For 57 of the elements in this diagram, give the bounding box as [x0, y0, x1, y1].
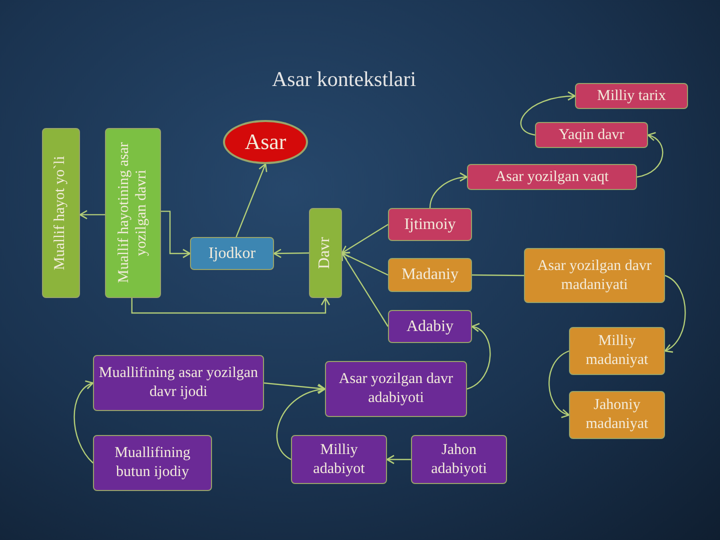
- arrow: [429, 172, 468, 208]
- process-box: [388, 310, 472, 343]
- connector-line: [472, 274, 524, 276]
- arrow: [161, 210, 191, 258]
- node-label: Milliy adabiyot: [312, 440, 366, 478]
- process-box: [325, 361, 467, 417]
- vertical-box: [309, 208, 342, 298]
- node-label: Adabiy: [405, 316, 455, 336]
- node-label: Davr: [316, 237, 334, 269]
- process-box: [535, 122, 648, 148]
- arrow: [466, 324, 491, 390]
- node-label: Muallif hayotining asar yozilgan davri: [116, 141, 150, 286]
- arrow: [341, 224, 388, 254]
- node-label: Yaqin davr: [558, 126, 626, 144]
- diagram-title: Asar kontekstlari: [272, 66, 416, 93]
- node-label: Jahoniy madaniyat: [584, 396, 650, 434]
- arrow: [264, 382, 326, 393]
- node-label: Muallif hayot yo`li: [52, 156, 70, 270]
- process-box: [388, 208, 472, 241]
- node-label: Asar: [244, 128, 288, 156]
- arrow: [273, 248, 309, 258]
- node-label: Madaniy: [400, 265, 460, 285]
- arrow: [236, 163, 268, 238]
- process-box: [291, 435, 387, 484]
- process-box: [575, 83, 688, 109]
- node-label: Asar yozilgan vaqt: [494, 168, 610, 186]
- node-label: Milliy tarix: [596, 86, 667, 106]
- arrow: [341, 252, 388, 327]
- process-box: [411, 435, 507, 484]
- arrow: [520, 92, 576, 136]
- arrow: [664, 274, 686, 352]
- arrow: [131, 297, 330, 314]
- process-box: [93, 355, 264, 411]
- arrow: [79, 210, 105, 220]
- arrow: [74, 382, 94, 464]
- node-label: Muallifining asar yozilgan davr ijodi: [98, 364, 260, 402]
- arrow: [636, 132, 664, 178]
- arrow: [548, 350, 570, 417]
- process-box: [190, 237, 274, 270]
- arrow: [341, 252, 388, 276]
- node-label: Asar yozilgan davr madaniyati: [536, 256, 653, 294]
- node-label: Ijtimoiy: [403, 214, 457, 234]
- process-box: [388, 258, 472, 292]
- process-box: [93, 435, 212, 491]
- node-label: Jahon adabiyoti: [430, 440, 488, 478]
- vertical-box: [42, 128, 80, 298]
- process-box: [569, 391, 665, 439]
- node-label: Asar yozilgan davr adabiyoti: [338, 370, 454, 408]
- node-label: Milliy madaniyat: [584, 332, 650, 370]
- process-box: [467, 164, 637, 190]
- node-label: Muallifining butun ijodiy: [114, 444, 192, 482]
- arrow: [386, 454, 411, 464]
- arrow: [276, 386, 326, 460]
- process-box: [569, 327, 665, 375]
- vertical-box: [105, 128, 161, 298]
- node-label: Ijodkor: [207, 244, 257, 264]
- process-box: [524, 248, 665, 303]
